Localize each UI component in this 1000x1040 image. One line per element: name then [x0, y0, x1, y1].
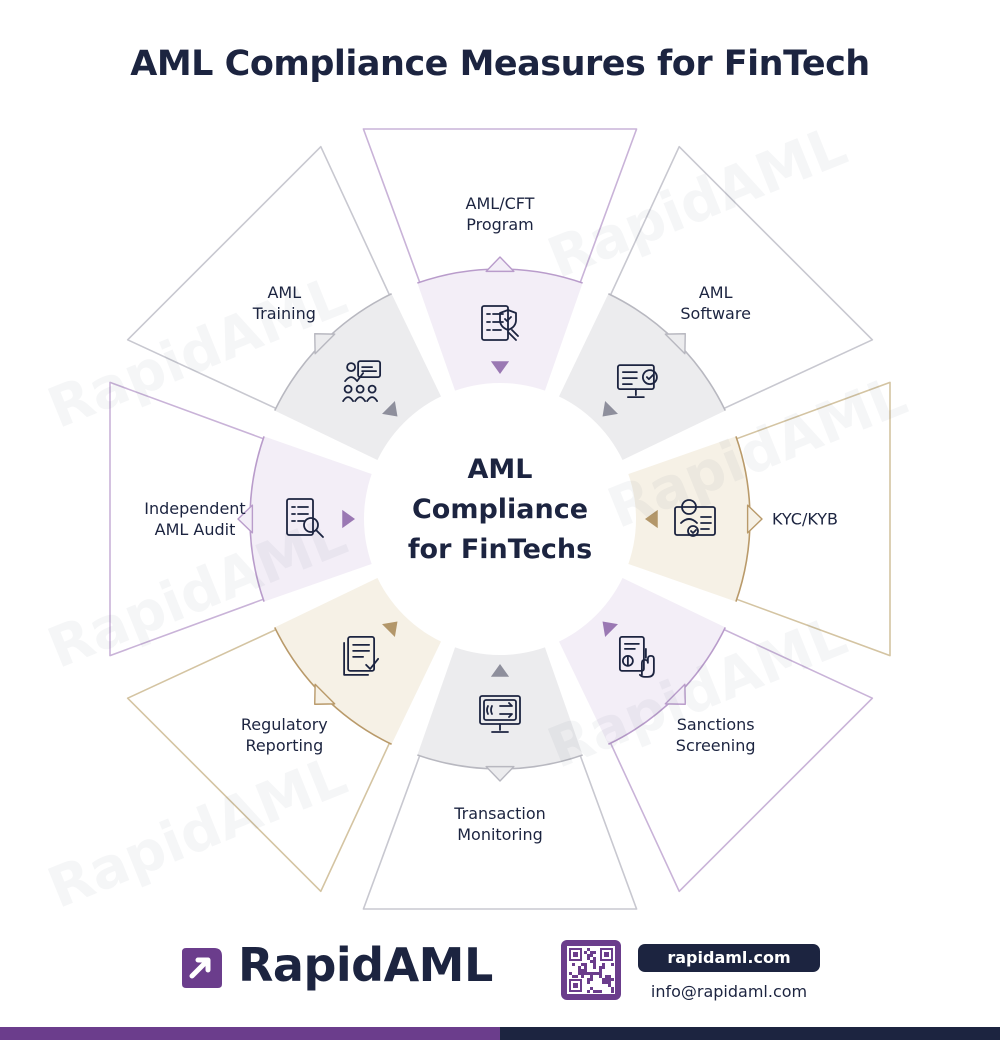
segment-arrow	[490, 664, 510, 677]
monitor-check-icon	[616, 364, 658, 399]
label-line-1: AML	[267, 283, 302, 303]
segment-arrow	[382, 401, 398, 417]
label-line-2: Software	[680, 304, 751, 324]
presentation-audience-icon	[342, 360, 382, 403]
segment-band	[556, 575, 726, 745]
checklist-shield-icon	[481, 305, 519, 341]
segment-arrow	[490, 361, 510, 374]
segment-aml-software	[511, 145, 874, 508]
center-title: AML Compliance for FinTechs	[350, 450, 650, 570]
segment-arrow	[645, 509, 658, 529]
label-line-1: KYC/KYB	[771, 509, 839, 529]
center-title-line-1: AML	[467, 454, 533, 485]
segment-regulatory-reporting	[126, 530, 489, 893]
document-hand-icon	[618, 635, 655, 678]
label-line-2: AML Audit	[154, 520, 236, 539]
id-card-icon	[674, 499, 716, 537]
segment-arrow	[602, 401, 618, 417]
segment-band	[274, 575, 444, 745]
label-line-2: Screening	[675, 735, 756, 755]
center-circle	[364, 383, 636, 655]
label-aml-cft-program: AML/CFT Program	[410, 193, 590, 235]
label-line-2: Training	[252, 304, 316, 324]
segment-notch	[314, 333, 336, 355]
footer-brand-name: RapidAML	[238, 938, 493, 992]
segment-band	[556, 293, 726, 463]
qr-code-icon[interactable]	[561, 940, 621, 1000]
segment-arrow	[342, 509, 355, 529]
segment-aml-cft-program	[362, 128, 638, 502]
label-line-2: Reporting	[245, 735, 324, 755]
segment-notch	[314, 683, 336, 705]
segment-notch	[746, 504, 763, 534]
label-kyc-kyb: KYC/KYB	[715, 509, 895, 530]
page-title: AML Compliance Measures for FinTech	[130, 44, 870, 84]
footer-bar-purple	[0, 1027, 500, 1040]
segment-notch	[664, 683, 686, 705]
segment-kyc-kyb	[517, 381, 891, 657]
center-title-line-3: for FinTechs	[407, 534, 593, 565]
segment-notch	[664, 333, 686, 355]
segment-notch	[485, 765, 515, 782]
segment-sanctions-screening	[511, 530, 874, 893]
label-line-2: Program	[466, 215, 534, 234]
segment-band	[417, 269, 583, 397]
label-line-1: Independent	[144, 499, 246, 518]
segment-arrow	[382, 621, 398, 637]
center-title-line-2: Compliance	[411, 494, 589, 525]
segment-aml-training	[126, 145, 489, 508]
label-line-1: AML	[698, 283, 733, 303]
email-link[interactable]: info@rapidaml.com	[650, 982, 808, 1001]
report-check-icon	[343, 635, 380, 676]
segment-transaction-monitoring	[362, 536, 638, 910]
footer-bar-navy	[500, 1027, 1000, 1040]
monitor-transfer-icon	[479, 695, 521, 733]
segment-notch	[485, 256, 515, 273]
website-link[interactable]: rapidaml.com	[638, 944, 820, 972]
rapidaml-logo-icon	[182, 948, 222, 988]
segment-notch	[237, 504, 254, 534]
label-line-1: Regulatory	[240, 714, 328, 734]
label-line-1: AML/CFT	[465, 194, 535, 213]
label-line-2: Monitoring	[457, 825, 543, 844]
label-line-1: Sanctions	[676, 714, 755, 734]
label-line-1: Transaction	[454, 804, 546, 823]
segment-arrow	[602, 621, 618, 637]
segment-independent-aml-audit	[109, 381, 483, 657]
document-magnifier-icon	[286, 498, 324, 538]
